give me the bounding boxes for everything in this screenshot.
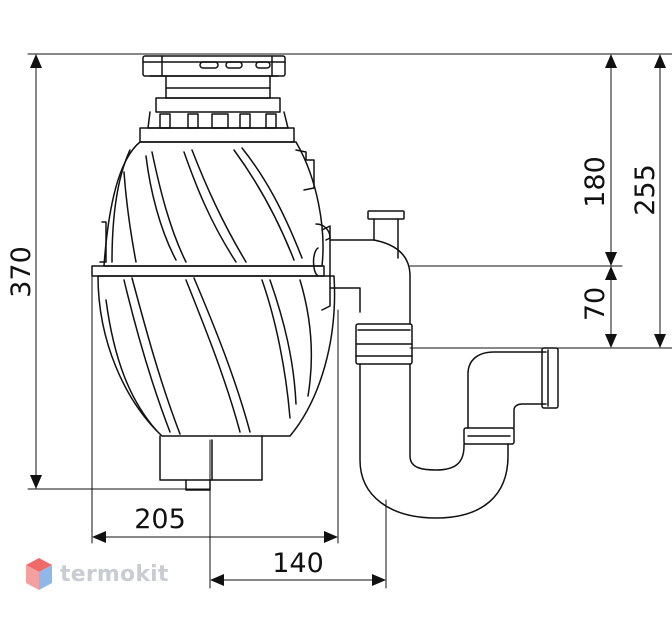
cube-logo-icon xyxy=(26,558,52,590)
dimension-lines xyxy=(35,55,661,581)
discharge-outlet xyxy=(312,225,411,325)
center-band xyxy=(91,265,325,277)
vent-pipe xyxy=(367,210,405,259)
trap-coupling xyxy=(355,323,413,365)
dimension-label-70: 70 xyxy=(580,287,611,321)
upper-body xyxy=(99,141,331,267)
brand-logo: termokit xyxy=(24,556,169,592)
dimension-arrows xyxy=(30,54,666,586)
brand-name: termokit xyxy=(60,561,169,587)
motor-housing xyxy=(159,435,263,491)
mounting-flange xyxy=(142,55,286,77)
extension-lines xyxy=(27,53,672,589)
mount-neck xyxy=(139,75,295,143)
dimension-label-255: 255 xyxy=(630,164,661,216)
dimension-label-205: 205 xyxy=(134,504,186,535)
dimension-label-370: 370 xyxy=(6,246,37,298)
dimension-label-140: 140 xyxy=(272,548,324,579)
lower-body xyxy=(97,275,336,437)
p-trap xyxy=(359,347,559,519)
dimension-label-180: 180 xyxy=(580,156,611,208)
